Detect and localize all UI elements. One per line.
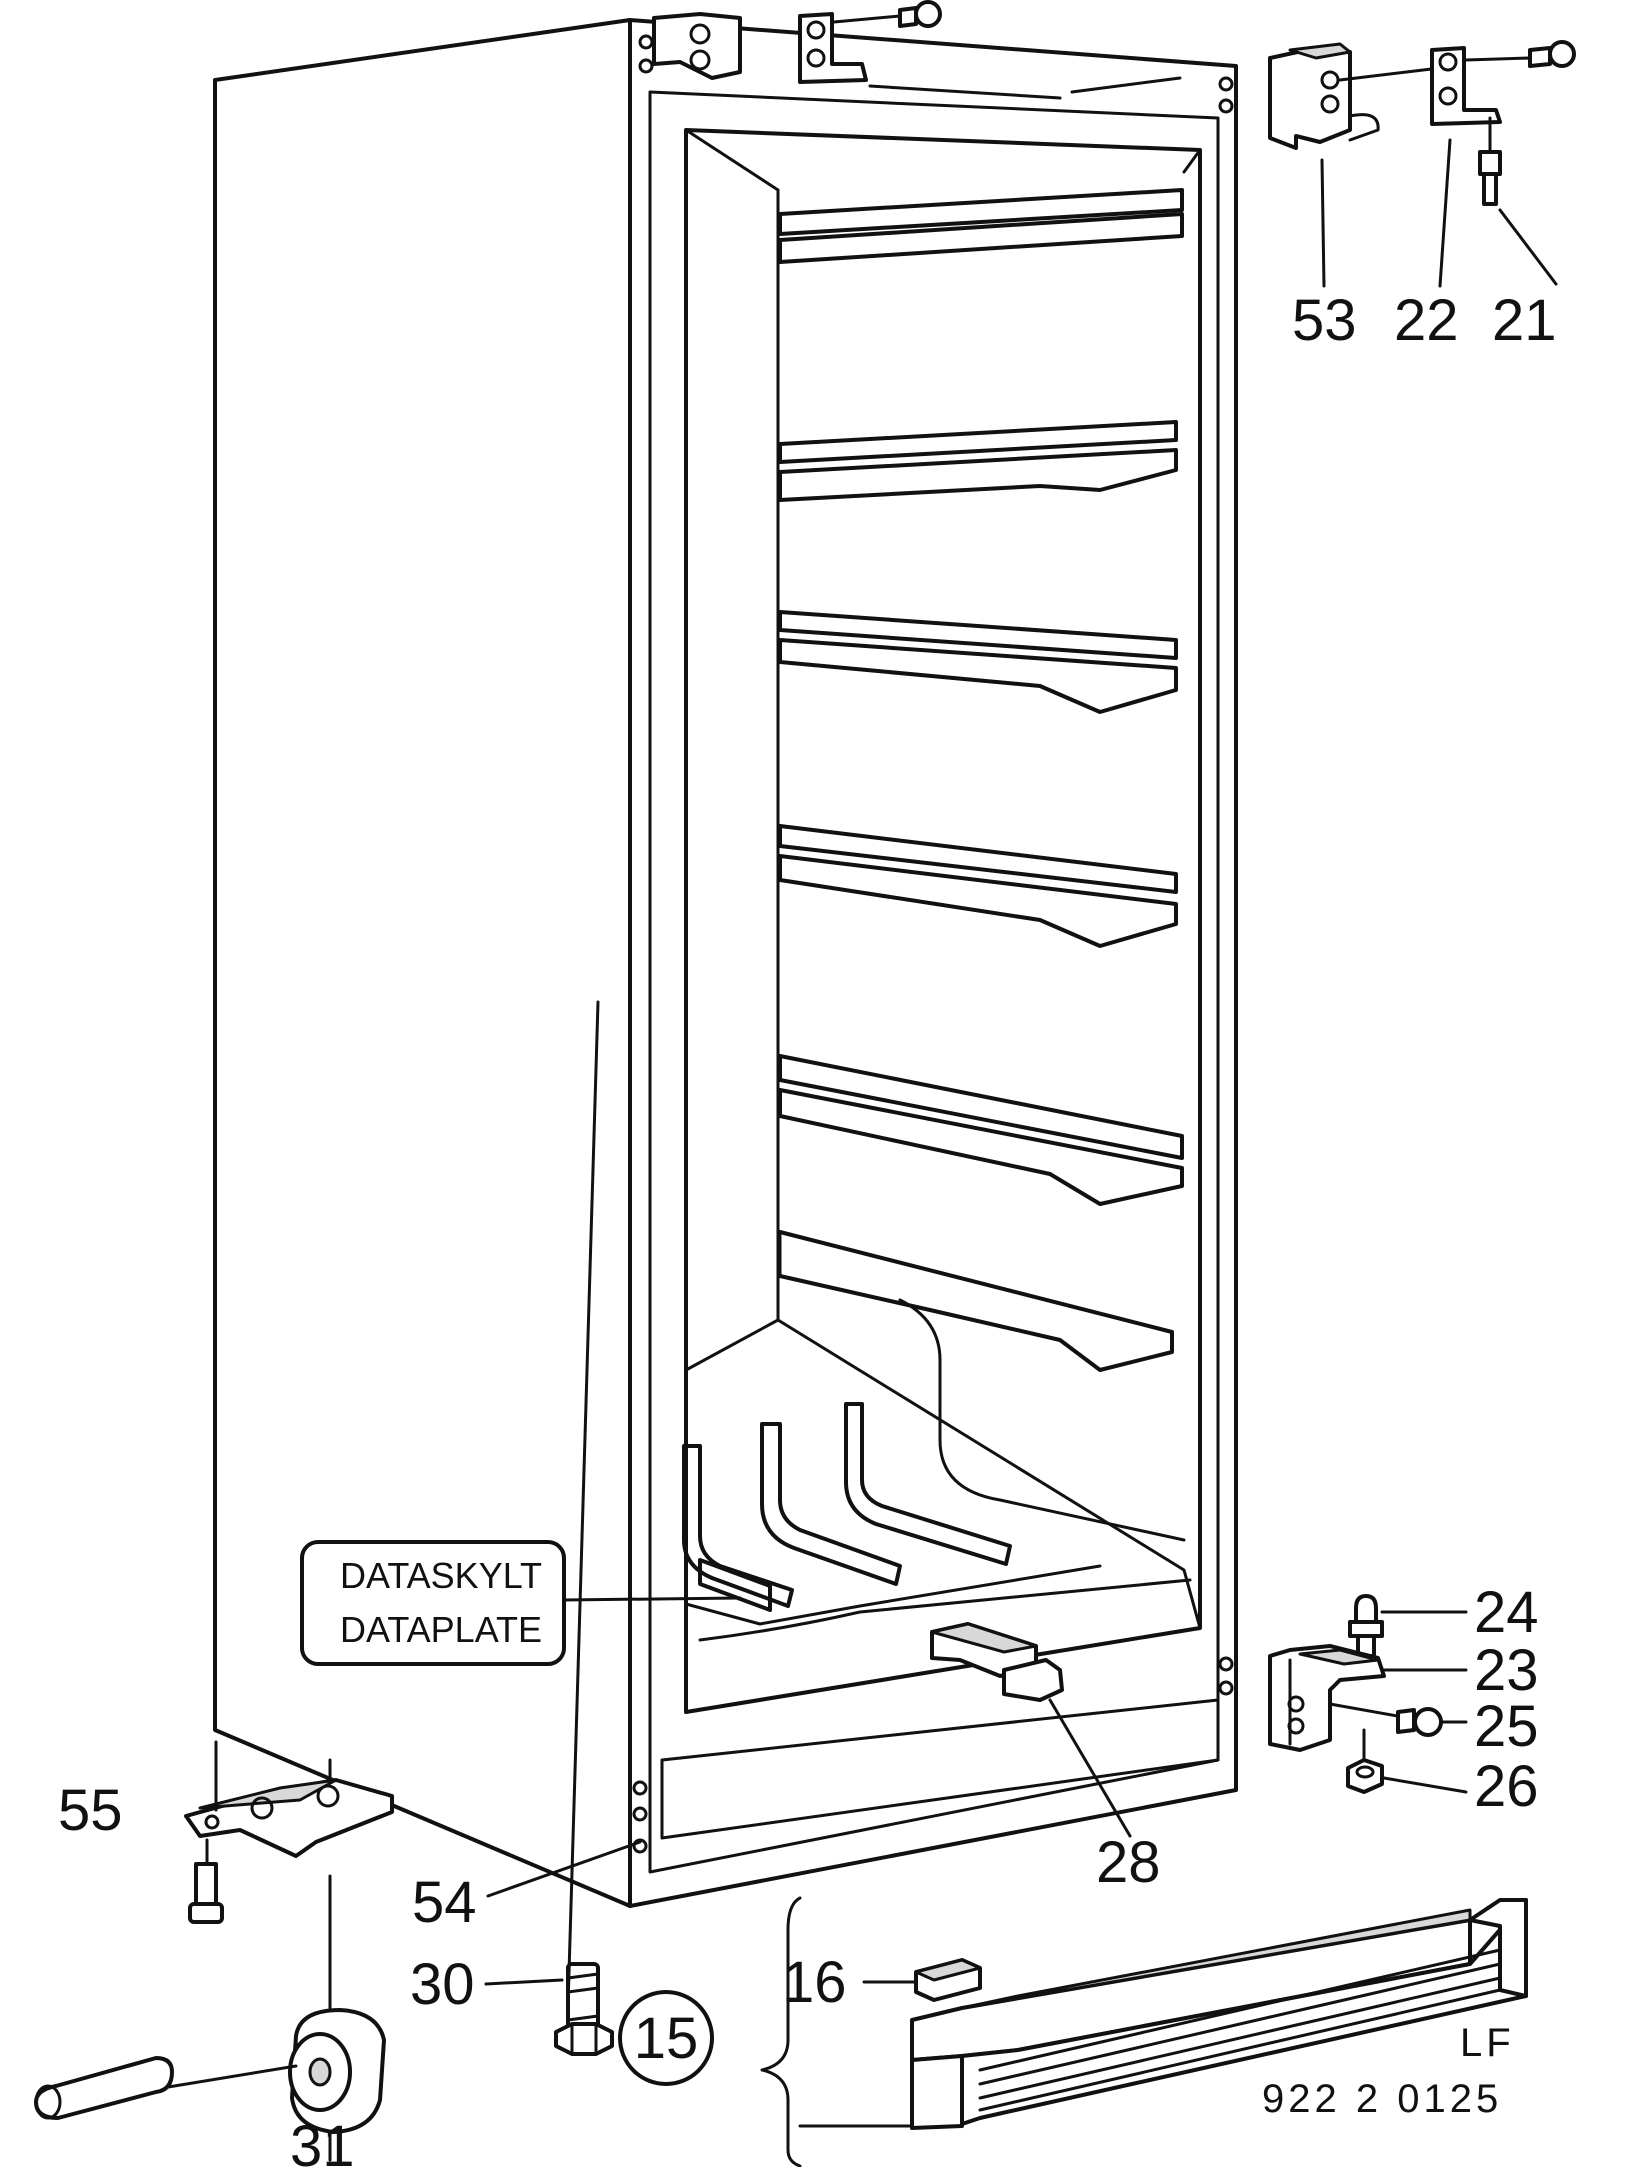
callout-16: 16 xyxy=(782,1950,847,2015)
shelf-set xyxy=(778,188,1186,1542)
part-22-hinge-plate xyxy=(1430,46,1502,126)
screw-top-left xyxy=(898,6,918,28)
part-30-foot-bolt xyxy=(554,1000,614,2056)
part-31-roller xyxy=(34,1874,386,2162)
part-21-hinge-pin xyxy=(1478,116,1502,206)
dataplate-recess xyxy=(698,1558,772,1612)
callout-28: 28 xyxy=(1096,1830,1161,1895)
callout-15-circle xyxy=(618,1990,714,2086)
roller-axle xyxy=(34,2056,174,2120)
part-15-plinth-cover xyxy=(760,1896,1528,2167)
part-26-nut xyxy=(1346,1728,1384,1794)
callout-26: 26 xyxy=(1474,1754,1539,1819)
part-28-drain-plug xyxy=(930,1622,1132,1838)
callout-21: 21 xyxy=(1492,288,1557,353)
shelf-3 xyxy=(778,610,1178,714)
drawing-code-number: 922 2 0125 xyxy=(1262,2077,1502,2121)
top-hinge-left xyxy=(652,0,942,84)
part-25-screw xyxy=(1396,1707,1443,1737)
shelf-1 xyxy=(778,188,1184,264)
cabinet-body xyxy=(213,18,1238,1908)
callout-24: 24 xyxy=(1474,1580,1539,1645)
dataplate-line-2: DATAPLATE xyxy=(340,1609,542,1650)
dataplate-line-1: DATASKYLT xyxy=(340,1555,542,1596)
drawing-code: LF 922 2 0125 xyxy=(1262,2021,1515,2121)
top-hinge-right xyxy=(1268,40,1576,288)
callout-labels: 53 22 21 24 23 25 26 28 55 54 30 16 31 1… xyxy=(58,288,1557,2167)
screw-top-right xyxy=(1528,46,1552,68)
dataplate-label: DATASKYLT DATAPLATE xyxy=(300,1540,742,1666)
callout-23: 23 xyxy=(1474,1638,1539,1703)
cabinet-bottom-rail xyxy=(660,1698,1220,1840)
shelf-5 xyxy=(778,1054,1184,1206)
callout-55: 55 xyxy=(58,1778,123,1843)
part-16-clip xyxy=(914,1958,982,2002)
callout-31: 31 xyxy=(290,2114,355,2167)
screw-bottom-left xyxy=(188,1862,224,1924)
drawing-code-prefix: LF xyxy=(1460,2021,1515,2065)
callout-22: 22 xyxy=(1394,288,1459,353)
callout-15: 15 xyxy=(634,2006,699,2071)
shelf-4 xyxy=(778,824,1178,948)
shelf-2 xyxy=(778,420,1178,502)
callout-54: 54 xyxy=(412,1870,477,1935)
callout-25: 25 xyxy=(1474,1694,1539,1759)
part-53-hinge-bracket xyxy=(1268,42,1380,150)
bottom-hinge-right xyxy=(1268,1594,1468,1794)
callout-53: 53 xyxy=(1292,288,1357,353)
part-24-pin xyxy=(1348,1594,1384,1674)
shelf-6 xyxy=(778,1230,1186,1542)
callout-30: 30 xyxy=(410,1952,475,2017)
part-23-hinge-block xyxy=(1268,1644,1386,1752)
cabinet-front-frame xyxy=(628,18,1238,1908)
floor-rails xyxy=(682,1402,1192,1642)
part-55-bottom-hinge xyxy=(184,1740,394,1924)
